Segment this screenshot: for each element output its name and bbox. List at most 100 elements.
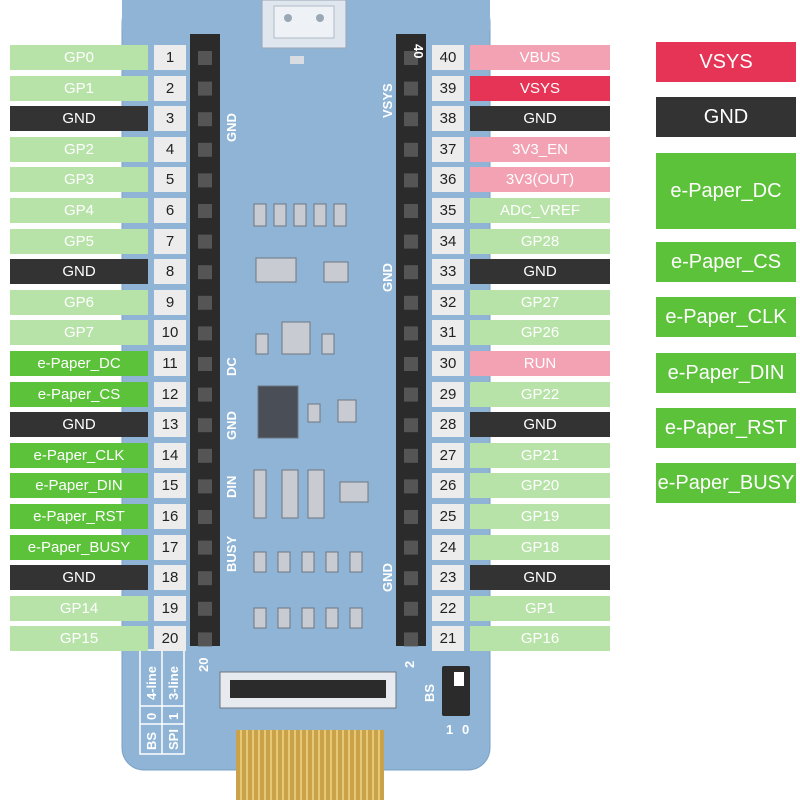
right-pin-number: 37 (432, 136, 464, 162)
fpc-trace (306, 730, 308, 800)
header-pin (198, 142, 212, 157)
left-pin-number: 3 (154, 106, 186, 132)
header-pin (404, 387, 418, 402)
left-pin-label: e-Paper_RST (10, 504, 148, 529)
fpc-trace (240, 730, 242, 800)
header-pin (198, 326, 212, 341)
bs-table-bs: BS (144, 732, 159, 750)
silk-gnd-2: GND (224, 411, 239, 440)
right-pin-label: GP19 (470, 504, 610, 529)
header-pin (198, 601, 212, 616)
right-pin-number: 35 (432, 198, 464, 223)
bs-switch-label: BS (422, 684, 437, 702)
left-pin-label: GP4 (10, 198, 148, 223)
right-pin-number: 32 (432, 289, 464, 315)
right-pin-label: GP26 (470, 320, 610, 346)
header-pin (404, 142, 418, 157)
silk-gnd-3: GND (380, 263, 395, 292)
left-pin-label: GND (10, 412, 148, 438)
fpc-trace (282, 730, 284, 800)
bs-table-3line: 3-line (166, 666, 181, 700)
left-pin-label: GP2 (10, 136, 148, 162)
right-pin-number: 27 (432, 442, 464, 468)
right-pin-number: 23 (432, 565, 464, 591)
header-pin (404, 479, 418, 494)
legend-item: GND (656, 97, 796, 137)
legend-item: e-Paper_CS (656, 242, 796, 282)
right-pin-label: VBUS (470, 45, 610, 70)
header-pin (404, 632, 418, 647)
fpc-trace (330, 730, 332, 800)
right-pin-label: RUN (470, 351, 610, 376)
header-pins (198, 51, 418, 647)
header-pin (198, 387, 212, 402)
right-pin-label: GP21 (470, 442, 610, 468)
left-pin-number: 5 (154, 167, 186, 193)
right-pin-label: GP20 (470, 473, 610, 499)
left-pin-number: 19 (154, 595, 186, 621)
right-pin-number: 25 (432, 504, 464, 529)
legend-item: e-Paper_DC (656, 153, 796, 229)
fpc-trace (246, 730, 248, 800)
left-pin-label: e-Paper_DIN (10, 473, 148, 499)
right-pin-number: 34 (432, 228, 464, 254)
header-pin (198, 571, 212, 586)
fpc-trace (264, 730, 266, 800)
legend-item: e-Paper_CLK (656, 297, 796, 337)
left-pin-label: GP7 (10, 320, 148, 346)
left-pin-label: e-Paper_DC (10, 351, 148, 376)
header-pin (404, 295, 418, 310)
header-pin (198, 418, 212, 433)
fpc-trace (324, 730, 326, 800)
silk-gnd-1: GND (224, 113, 239, 142)
bs-table-spi: SPI (166, 729, 181, 750)
header-pin (198, 448, 212, 463)
fpc-trace (294, 730, 296, 800)
header-pin (404, 510, 418, 524)
right-pin-number: 29 (432, 381, 464, 407)
header-pin (404, 51, 418, 65)
left-pin-number: 8 (154, 259, 186, 285)
fpc-trace (354, 730, 356, 800)
left-pin-number: 7 (154, 228, 186, 254)
right-pin-label: GP27 (470, 289, 610, 315)
right-pin-label: GND (470, 259, 610, 285)
fpc-trace (318, 730, 320, 800)
fpc-trace (378, 730, 380, 800)
fpc-ribbon (236, 730, 384, 800)
left-pin-label: GP14 (10, 595, 148, 621)
right-pin-label: GP1 (470, 595, 610, 621)
fpc-tape (236, 730, 384, 800)
right-pin-number: 36 (432, 167, 464, 193)
right-pin-number: 31 (432, 320, 464, 346)
header-pin (198, 173, 212, 188)
left-pin-number: 11 (154, 351, 186, 376)
left-pin-label: GP0 (10, 45, 148, 70)
right-pin-label: 3V3(OUT) (470, 167, 610, 193)
left-pin-number: 14 (154, 442, 186, 468)
right-pin-label: ADC_VREF (470, 198, 610, 223)
header-pin (198, 51, 212, 65)
fpc-trace (372, 730, 374, 800)
left-pin-number: 2 (154, 75, 186, 101)
silk-pin40: 40 (411, 44, 426, 58)
header-pin (404, 204, 418, 218)
header-pin (404, 234, 418, 249)
left-pin-number: 12 (154, 381, 186, 407)
bs-table-0: 0 (144, 713, 159, 720)
left-pin-label: GND (10, 259, 148, 285)
bs-table-4line: 4-line (144, 666, 159, 700)
silk-dc: DC (224, 357, 239, 376)
right-pin-label: GP16 (470, 626, 610, 652)
header-pin (404, 418, 418, 433)
fpc-trace (312, 730, 314, 800)
header-pin (198, 479, 212, 494)
left-pin-label: GND (10, 565, 148, 591)
bs-switch-1: 1 (446, 722, 453, 737)
left-pin-number: 4 (154, 136, 186, 162)
header-pin (198, 265, 212, 280)
left-pin-label: e-Paper_CLK (10, 442, 148, 468)
right-pin-label: GP28 (470, 228, 610, 254)
header-pin (198, 540, 212, 555)
